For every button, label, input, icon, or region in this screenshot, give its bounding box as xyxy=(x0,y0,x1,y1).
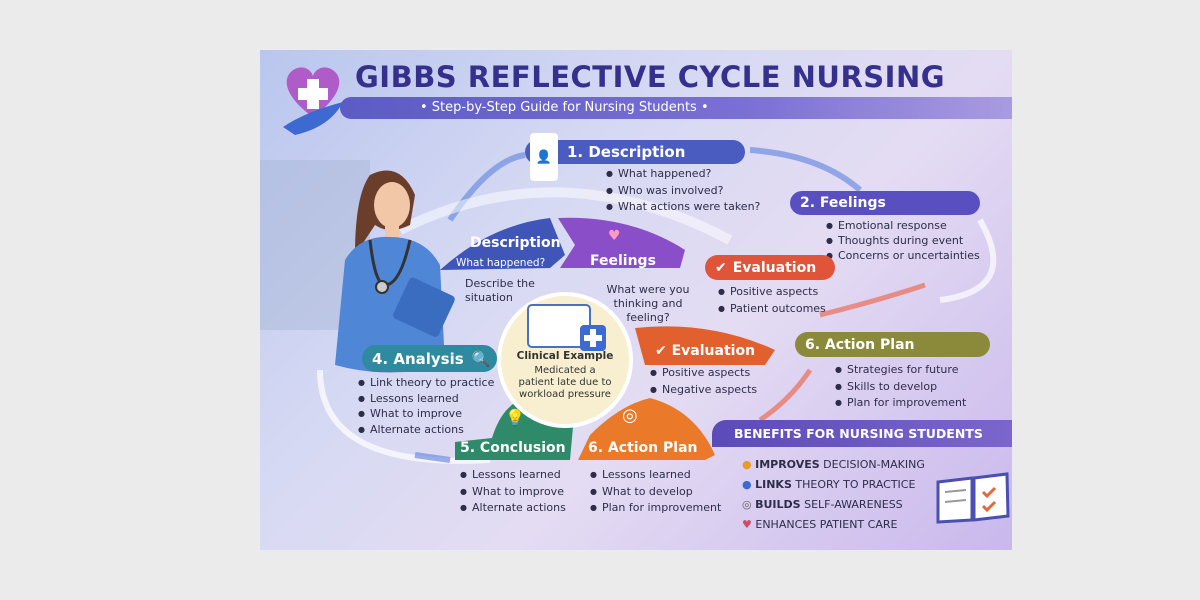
bullet: Negative aspects xyxy=(650,382,757,399)
checkmark-icon: ✔ xyxy=(715,259,727,276)
step-label: 6. Action Plan xyxy=(805,336,915,353)
inner-description-label: Description xyxy=(470,235,561,251)
step-evaluation-header: ✔ Evaluation xyxy=(705,255,835,280)
bullet: Lessons learned xyxy=(460,467,566,484)
wedge-description xyxy=(440,218,565,270)
arrow xyxy=(414,452,451,463)
benefit-bold: LINKS xyxy=(755,478,792,491)
open-book-checklist-icon xyxy=(936,472,1010,524)
step-evaluation-bullets: Positive aspects Patient outcomes xyxy=(718,284,826,317)
benefit-text: ENHANCES PATIENT CARE xyxy=(755,518,898,531)
bullet: Lessons learned xyxy=(590,467,721,484)
bullet: Positive aspects xyxy=(718,284,826,301)
magnifier-icon: 🔍 xyxy=(471,349,491,368)
bullet: Positive aspects xyxy=(650,365,757,382)
benefits-list: ● IMPROVES DECISION-MAKING ● LINKS THEOR… xyxy=(742,455,925,535)
wedge-action-plan xyxy=(578,398,715,460)
benefit-item: ● IMPROVES DECISION-MAKING xyxy=(742,455,925,475)
arrow xyxy=(819,282,926,318)
step-2-bullets: Emotional response Thoughts during event… xyxy=(826,218,980,263)
heart-icon: ♥ xyxy=(742,518,752,531)
badge-icon: ● xyxy=(742,478,752,491)
bullet: What happened? xyxy=(606,166,760,183)
bullet: Patient outcomes xyxy=(718,301,826,318)
inner-description-bullet: What happened? xyxy=(456,257,546,269)
benefit-item: ◎ BUILDS SELF-AWARENESS xyxy=(742,495,925,515)
label: Evaluation xyxy=(671,343,756,359)
benefit-text: SELF-AWARENESS xyxy=(800,498,903,511)
bullet: What to develop xyxy=(590,484,721,501)
bullet: Thoughts during event xyxy=(826,233,980,248)
step-4-analysis-header: 4. Analysis 🔍 xyxy=(362,345,497,372)
step-label: Evaluation xyxy=(732,259,817,276)
nurse-illustration xyxy=(335,170,455,373)
bullet: What actions were taken? xyxy=(606,199,760,216)
clinical-example-text: Medicated a patient late due to workload… xyxy=(518,365,612,400)
bullet: Plan for improvement xyxy=(835,395,966,412)
bullet: Strategies for future xyxy=(835,362,966,379)
step-6-bullets: Strategies for future Skills to develop … xyxy=(835,362,966,412)
benefit-bold: IMPROVES xyxy=(755,458,820,471)
step-2-feelings-header: 2. Feelings xyxy=(790,191,980,215)
step-label: 4. Analysis xyxy=(372,349,464,368)
step-4-bullets: Link theory to practice Lessons learned … xyxy=(358,375,494,437)
inner-conclusion-bullets: Lessons learned What to improve Alternat… xyxy=(460,467,566,517)
clinical-example: Clinical Example Medicated a patient lat… xyxy=(515,350,615,401)
bullet: Concerns or uncertainties xyxy=(826,248,980,263)
checkmark-icon: ✔ xyxy=(655,343,672,359)
bullet: What to improve xyxy=(358,406,494,422)
bullet: Alternate actions xyxy=(358,422,494,438)
inner-evaluation-bullets: Positive aspects Negative aspects xyxy=(650,365,757,398)
benefit-bold: BUILDS xyxy=(755,498,801,511)
arrow xyxy=(317,369,491,464)
page-title: GIBBS REFLECTIVE CYCLE NURSING xyxy=(355,60,946,94)
wedge-feelings xyxy=(558,217,685,268)
benefit-item: ● LINKS THEORY TO PRACTICE xyxy=(742,475,925,495)
lightbulb-icon: 💡 xyxy=(505,408,525,427)
benefit-text: DECISION-MAKING xyxy=(819,458,925,471)
bullet: Link theory to practice xyxy=(358,375,494,391)
arrow xyxy=(758,368,813,423)
heart-icon: ♥ xyxy=(608,228,621,244)
bullet: Skills to develop xyxy=(835,379,966,396)
step-1-bullets: What happened? Who was involved? What ac… xyxy=(606,166,760,216)
wedge-evaluation xyxy=(635,326,775,365)
inner-feelings-label: Feelings xyxy=(590,253,656,269)
bullet: What to improve xyxy=(460,484,566,501)
inner-evaluation-label: ✔ Evaluation xyxy=(655,343,755,359)
bullet: Lessons learned xyxy=(358,391,494,407)
clipboard-person-icon: 👤 xyxy=(530,133,558,181)
step-label: 1. Description xyxy=(567,143,686,161)
inner-description-bullet: Describe the situation xyxy=(465,277,535,304)
inner-action-plan-label: 6. Action Plan xyxy=(588,440,698,456)
cycle-arrows xyxy=(260,147,997,464)
clinical-example-title: Clinical Example xyxy=(516,350,614,362)
bullet: Alternate actions xyxy=(460,500,566,517)
benefits-banner: BENEFITS FOR NURSING STUDENTS xyxy=(712,420,1012,447)
bullet: Who was involved? xyxy=(606,183,760,200)
search-person-icon: ◎ xyxy=(742,498,752,511)
arrow xyxy=(749,147,862,193)
heart-hand-logo xyxy=(283,67,343,135)
arrow xyxy=(397,187,733,245)
arrow xyxy=(939,218,997,303)
target-icon: ◎ xyxy=(622,405,638,426)
step-6-action-plan-header: 6. Action Plan xyxy=(795,332,990,357)
benefit-text: THEORY TO PRACTICE xyxy=(791,478,916,491)
bullet: Plan for improvement xyxy=(590,500,721,517)
subtitle-banner xyxy=(340,97,1012,119)
step-1-description-header: 1. Description xyxy=(525,140,745,164)
lightbulb-icon: ● xyxy=(742,458,752,471)
inner-cycle-wedges xyxy=(440,217,775,460)
inner-action-plan-bullets: Lessons learned What to develop Plan for… xyxy=(590,467,721,517)
inner-conclusion-label: 5. Conclusion xyxy=(460,440,566,456)
step-label: 2. Feelings xyxy=(800,195,886,211)
inner-feelings-bullet: What were you thinking and feeling? xyxy=(606,283,690,324)
benefit-item: ♥ ENHANCES PATIENT CARE xyxy=(742,515,925,535)
subtitle: • Step-by-Step Guide for Nursing Student… xyxy=(420,100,709,115)
bullet: Emotional response xyxy=(826,218,980,233)
